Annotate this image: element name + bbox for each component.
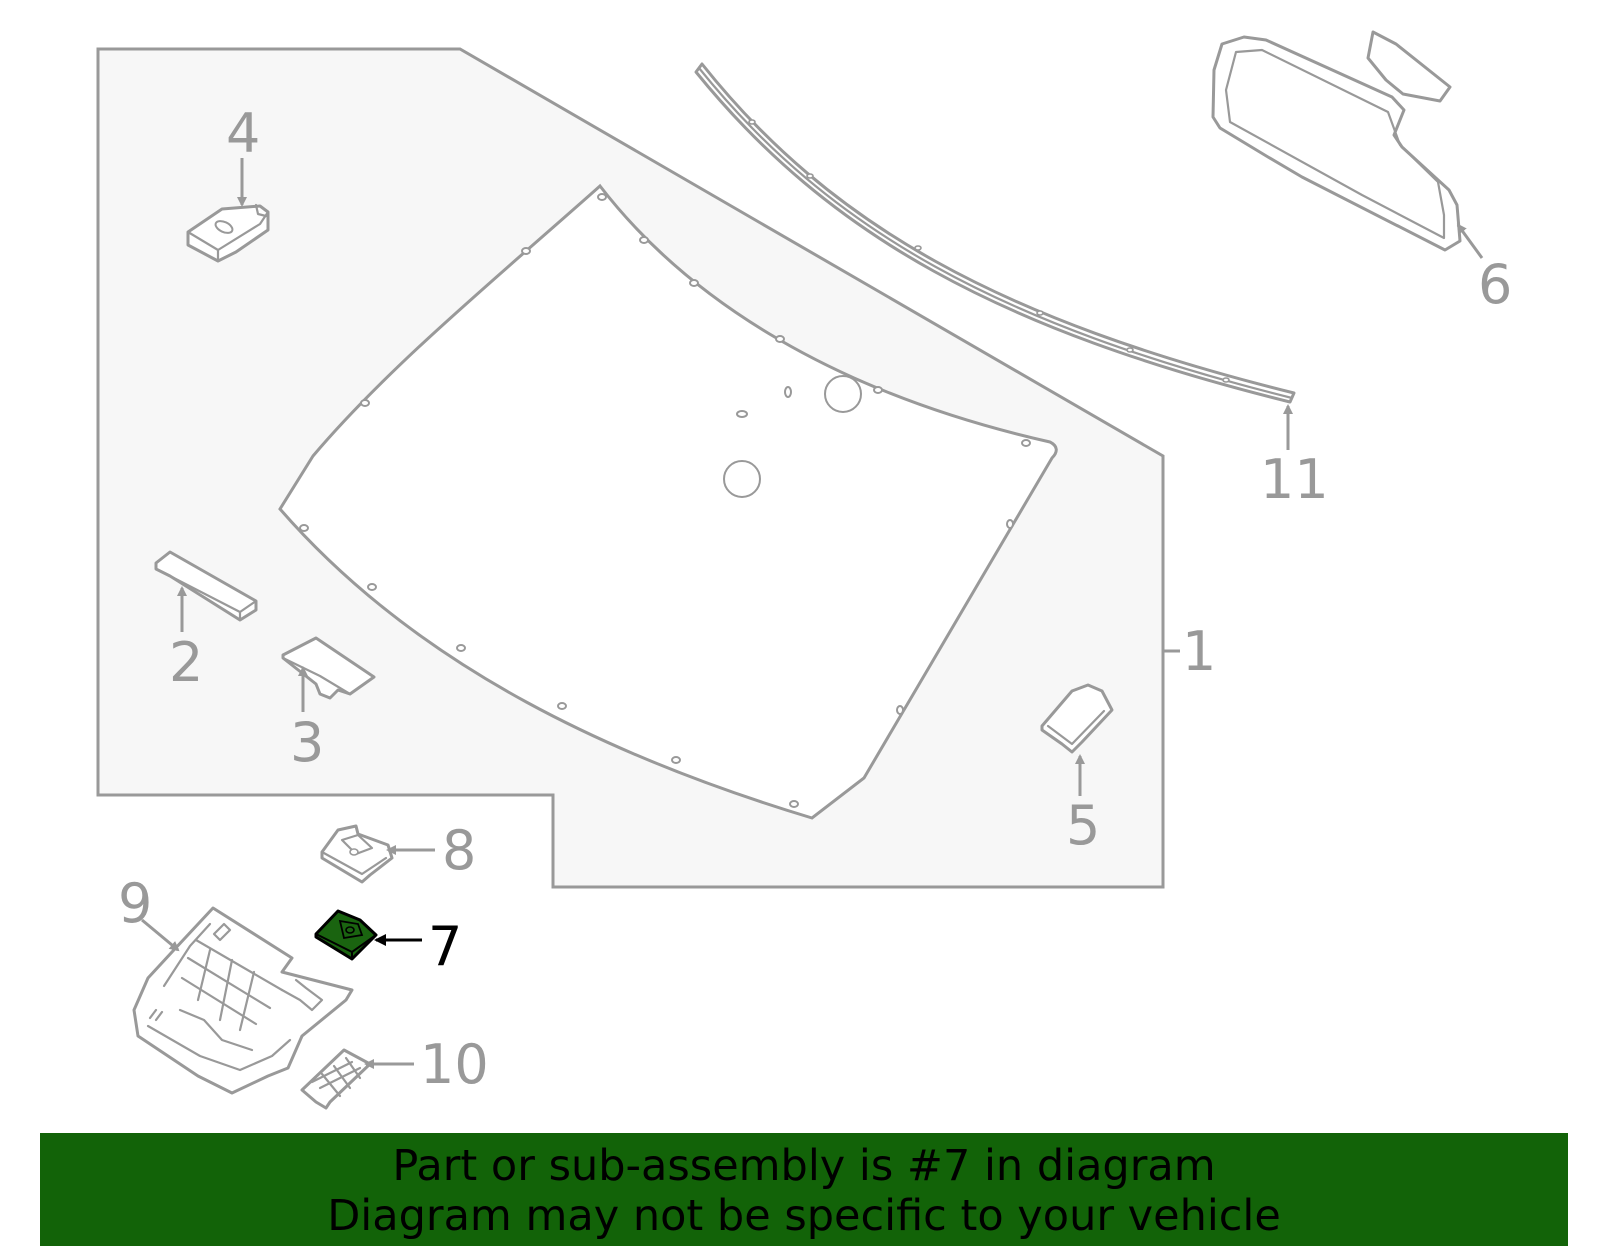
info-banner: Part or sub-assembly is #7 in diagram Di… xyxy=(40,1133,1568,1246)
mounting-bracket xyxy=(320,824,394,884)
banner-line-disclaimer: Diagram may not be specific to your vehi… xyxy=(327,1191,1281,1241)
callout-2: 2 xyxy=(169,631,203,694)
leader-lines xyxy=(141,158,1484,1069)
banner-line-part: Part or sub-assembly is #7 in diagram xyxy=(392,1141,1216,1191)
rear-view-mirror xyxy=(1211,30,1462,252)
callout-3: 3 xyxy=(290,711,324,774)
sunvisor-clip xyxy=(186,203,270,263)
callout-8: 8 xyxy=(442,819,476,882)
callout-10: 10 xyxy=(420,1033,489,1096)
roof-molding-strip xyxy=(694,62,1296,404)
windshield xyxy=(278,183,1058,820)
callout-1: 1 xyxy=(1182,620,1216,683)
bracket-cover xyxy=(1040,683,1114,754)
callout-5: 5 xyxy=(1066,794,1100,857)
callout-11: 11 xyxy=(1260,448,1329,511)
callout-4: 4 xyxy=(226,102,260,165)
callout-7: 7 xyxy=(428,915,462,978)
retainer-clip xyxy=(300,1048,372,1110)
callout-6: 6 xyxy=(1478,253,1512,316)
overhead-console xyxy=(132,906,354,1095)
trim-strip xyxy=(154,550,258,622)
highlighted-part-7 xyxy=(314,909,378,961)
callout-9: 9 xyxy=(118,872,152,935)
callout-numbers: 1 2 3 4 5 6 7 8 9 10 11 xyxy=(118,102,1512,1096)
